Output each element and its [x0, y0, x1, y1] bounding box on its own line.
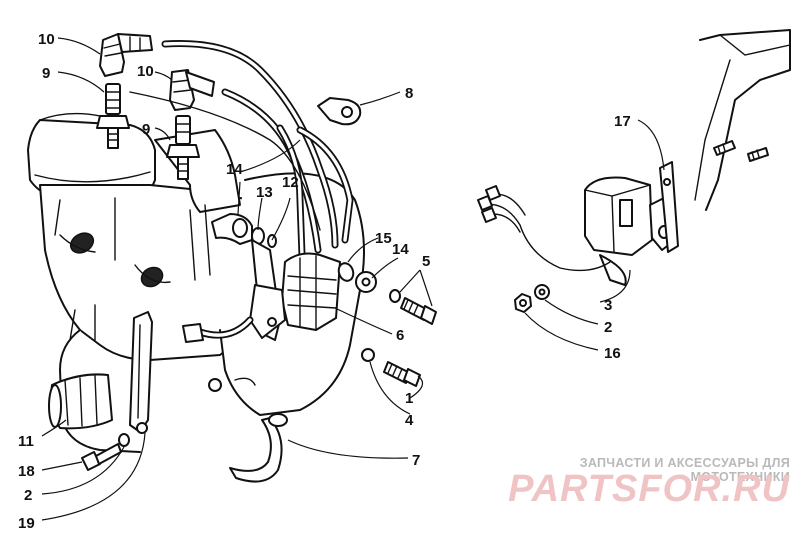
callout-11: 11: [18, 433, 34, 450]
callout-10-left: 10: [38, 31, 55, 48]
ignition-coil: [182, 252, 341, 343]
callout-2-left: 2: [24, 487, 32, 504]
frame-panel: [694, 29, 791, 211]
watermark-logo: PARTSFOR.RU: [508, 468, 790, 510]
curved-bracket: [229, 413, 288, 483]
callout-labels: 10 9 10 9 8 14 13 12 15 14 5 6 1 4 7 11 …: [18, 31, 631, 532]
callout-6: 6: [396, 327, 404, 344]
callout-5: 5: [422, 253, 430, 270]
spacer-and-washer: [337, 262, 377, 293]
callout-7: 7: [412, 452, 420, 469]
watermark-caption: ЗАПЧАСТИ И АКСЕССУАРЫ ДЛЯ МОТОТЕХНИКИ: [579, 456, 790, 484]
leader-lines: [41, 37, 665, 521]
callout-3: 3: [604, 297, 612, 314]
callout-14-lower: 14: [392, 241, 409, 258]
callout-8: 8: [405, 85, 413, 102]
spark-plug-cap-left: [99, 33, 153, 77]
cylinder-cover: [48, 373, 113, 430]
callout-9-left: 9: [42, 65, 50, 82]
callout-16: 16: [604, 345, 621, 362]
wiring-harness: [477, 185, 611, 272]
wire-clamp: [317, 97, 362, 126]
callout-1: 1: [405, 390, 413, 407]
callout-2-right: 2: [604, 319, 612, 336]
callout-13: 13: [256, 184, 273, 201]
bolt-with-washer-upper: [389, 289, 437, 325]
mounting-strap: [129, 311, 153, 434]
callout-12: 12: [282, 174, 299, 191]
callout-4: 4: [405, 412, 414, 429]
callout-19: 19: [18, 515, 35, 532]
callout-17: 17: [614, 113, 631, 130]
spark-plug-right: [166, 115, 200, 180]
callout-9-right: 9: [142, 121, 150, 138]
studs: [713, 140, 769, 162]
callout-10-right: 10: [137, 63, 154, 80]
nut-and-washer: [514, 284, 550, 313]
ht-wire-bundle: [129, 40, 354, 259]
spark-plug-left: [96, 83, 130, 149]
bolt-with-washer-lower: [361, 348, 421, 387]
callout-18: 18: [18, 463, 35, 480]
spark-plug-cap-right: [169, 69, 215, 111]
callout-14-upper: 14: [226, 161, 243, 178]
regulator-bracket: [599, 161, 679, 286]
callout-15: 15: [375, 230, 392, 247]
